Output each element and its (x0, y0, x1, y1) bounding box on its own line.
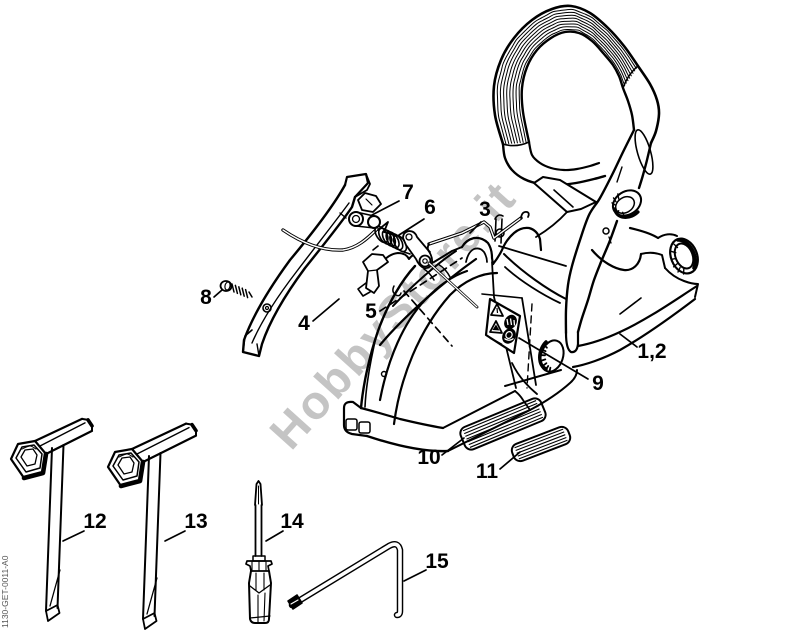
svg-text:15: 15 (425, 550, 449, 573)
svg-text:12: 12 (83, 510, 106, 533)
svg-text:5: 5 (365, 300, 377, 323)
svg-text:1130-GET-0011-A0: 1130-GET-0011-A0 (0, 555, 10, 628)
svg-text:10: 10 (417, 446, 440, 469)
svg-text:1,2: 1,2 (637, 340, 666, 363)
svg-text:11: 11 (476, 460, 499, 483)
svg-text:9: 9 (592, 372, 604, 395)
svg-text:7: 7 (402, 181, 414, 204)
svg-text:4: 4 (298, 312, 310, 335)
svg-text:3: 3 (479, 198, 491, 221)
svg-text:14: 14 (280, 510, 304, 533)
svg-text:13: 13 (184, 510, 207, 533)
svg-text:8: 8 (200, 286, 212, 309)
svg-text:6: 6 (424, 196, 436, 219)
